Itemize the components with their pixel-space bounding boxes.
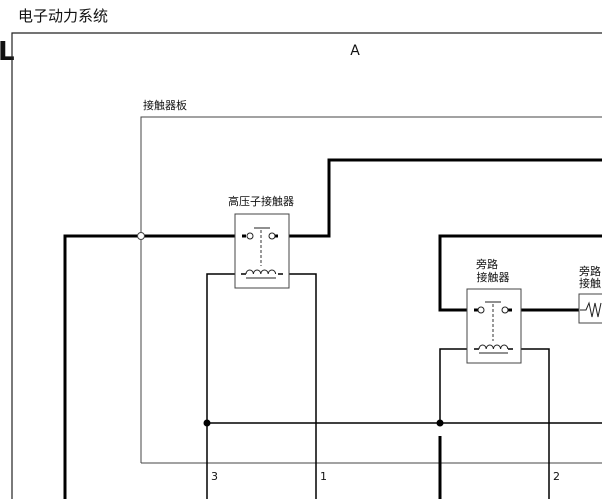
splice-node	[137, 232, 145, 240]
edge-marker: L	[0, 37, 15, 67]
contactor-board-label: 接触器板	[143, 98, 187, 112]
control-wiring	[206, 273, 602, 499]
hv-contactor-relay: 高压子接触器	[228, 194, 294, 289]
connector-pin-2: 2	[553, 470, 560, 483]
contactor-board-box	[140, 116, 602, 464]
bypass-contactor-relay: 旁路 接触器	[466, 257, 522, 364]
bypass-resistor-label-1: 旁路	[579, 264, 601, 278]
bypass-contactor-label-1: 旁路	[476, 257, 498, 271]
connector-pin-3: 3	[211, 470, 218, 483]
connector-pin-1: 1	[320, 470, 327, 483]
hv-contactor-label: 高压子接触器	[228, 194, 294, 208]
zone-label: A	[350, 43, 360, 59]
junction-dot	[203, 419, 211, 427]
bypass-contactor-label-2: 接触器	[477, 270, 510, 284]
page-title: 电子动力系统	[18, 7, 108, 25]
hv-wiring	[63, 158, 602, 499]
junction-dot	[436, 419, 444, 427]
outer-frame	[11, 32, 602, 499]
bypass-resistor-label-2: 接触	[579, 276, 601, 290]
bypass-resistor-partial: 旁路 接触	[578, 264, 602, 324]
